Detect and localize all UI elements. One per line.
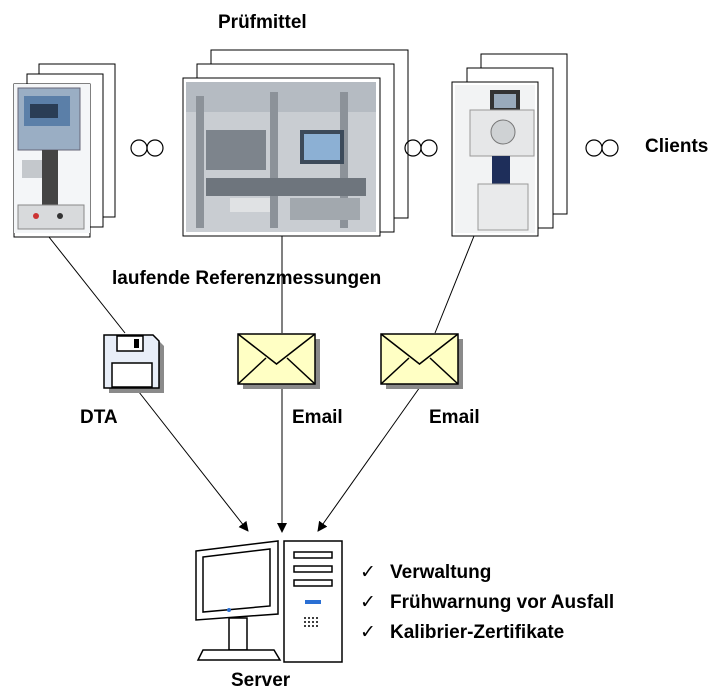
- computer-monitor-icon: [195, 540, 282, 661]
- tower-pc-icon: [283, 540, 343, 663]
- checkmark-icon: ✓: [360, 591, 376, 613]
- measurement-station-photo: [186, 82, 376, 232]
- ellipsis-3: [585, 139, 619, 157]
- envelope-icon-2: [380, 333, 463, 389]
- device-stack-1: [13, 63, 116, 238]
- server-feature-item: ✓ Kalibrier-Zertifikate: [360, 621, 565, 643]
- server-feature-item: ✓ Verwaltung: [360, 561, 492, 583]
- email-label-1: Email: [292, 407, 343, 428]
- server-feature-label: Kalibrier-Zertifikate: [390, 622, 565, 643]
- diagram-title: Prüfmittel: [218, 12, 307, 33]
- hardness-tester-photo-2: [455, 85, 535, 233]
- envelope-icon-1: [237, 333, 320, 389]
- server-feature-label: Verwaltung: [390, 562, 492, 583]
- email-label-2: Email: [429, 407, 480, 428]
- clients-label: Clients: [645, 136, 709, 157]
- floppy-disk-icon: [103, 334, 164, 393]
- server-feature-item: ✓ Frühwarnung vor Ausfall: [360, 591, 615, 613]
- arrow-email2-server: [317, 386, 421, 532]
- device-stack-3: [451, 53, 568, 237]
- server-feature-label: Frühwarnung vor Ausfall: [390, 592, 615, 613]
- connector-device3-email: [434, 235, 475, 334]
- checkmark-icon: ✓: [360, 621, 376, 643]
- hardness-tester-photo: [14, 84, 90, 233]
- ellipsis-1: [130, 139, 164, 157]
- ellipsis-2: [404, 139, 438, 157]
- connector-device1-dta: [44, 231, 126, 334]
- dta-label: DTA: [80, 407, 118, 428]
- checkmark-icon: ✓: [360, 561, 376, 583]
- arrow-dta-server: [134, 386, 249, 532]
- reference-measurements-label: laufende Referenzmessungen: [112, 268, 382, 289]
- device-stack-2: [182, 49, 409, 237]
- server-label: Server: [231, 670, 291, 691]
